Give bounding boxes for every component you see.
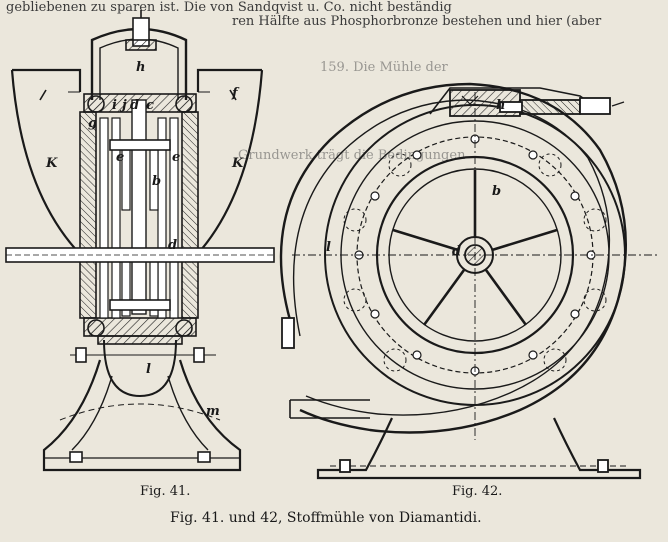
fig42-label-b: b [492,184,502,199]
background-text-line-4: Grundwerk trägt die Bedingungen [238,148,466,163]
main-caption: Fig. 41. und 42, Stoffmühle von Diamanti… [170,510,482,526]
fig41-label-e-left: e [116,150,125,165]
fig42-label-l: l [326,240,331,255]
fig41-label-k-left: K [46,156,58,171]
fig41-label-c: c [146,98,154,113]
fig41-drawing [5,10,275,472]
background-text-line-3: 159. Die Mühle der [320,60,448,75]
fig41-caption: Fig. 41. [140,484,191,499]
fig41-label-f: f [232,86,238,101]
fig41-label-g: g [88,116,98,131]
fig42-caption: Fig. 42. [452,484,503,499]
fig41-label-j: j [122,98,127,113]
fig41-label-m: m [206,404,220,419]
background-text-line-1: gebliebenen zu sparen ist. Die von Sandq… [6,0,452,15]
fig41-label-d: d [130,98,140,113]
fig41-label-e-right: e [172,150,181,165]
fig41-label-d-shaft: d [168,238,178,253]
background-text-line-2: ren Hälfte aus Phosphorbronze bestehen u… [232,14,602,29]
fig41-label-h: h [136,60,146,75]
fig41-label-k-right: K [232,156,244,171]
fig41-label-l: l [146,362,151,377]
fig42-label-h: h [496,98,506,113]
fig42-label-d: d [452,244,462,259]
fig42-drawing [279,82,660,480]
fig41-label-b: b [152,174,162,189]
fig41-label-i: i [112,98,117,113]
